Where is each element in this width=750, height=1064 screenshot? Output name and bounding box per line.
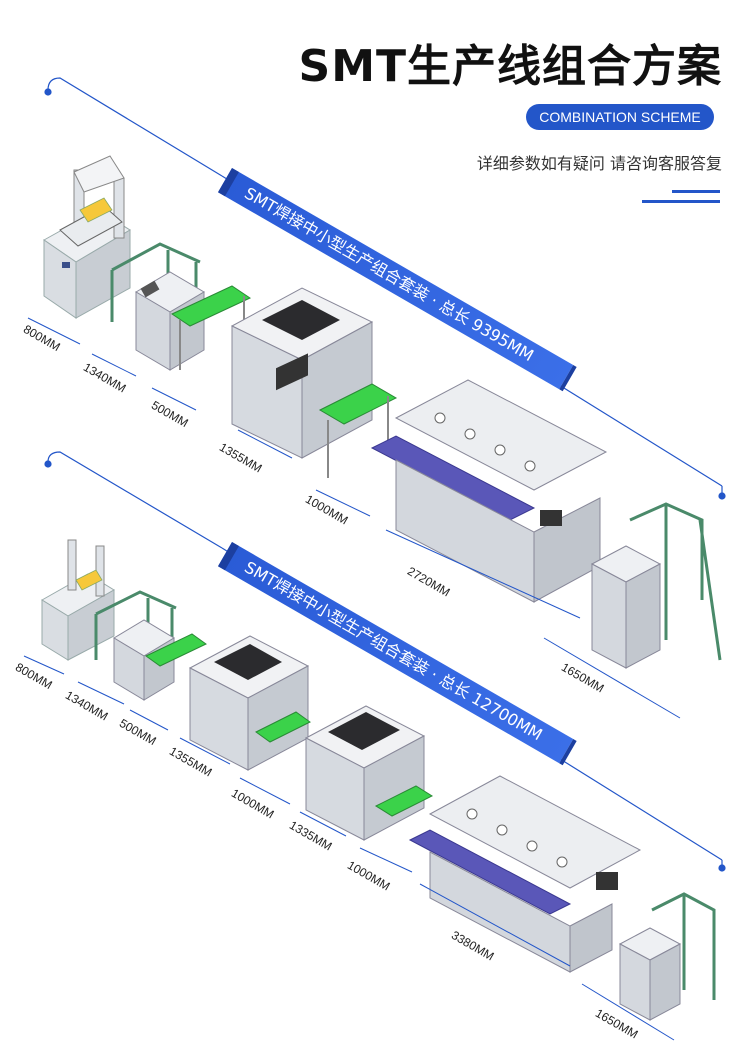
combination-scheme-badge: COMBINATION SCHEME — [526, 104, 714, 130]
placement-machine-2b — [304, 705, 426, 841]
line2-dimension-segments — [23, 655, 675, 1041]
stencil-printer-1 — [43, 155, 131, 319]
green-conveyor-2a — [145, 633, 207, 667]
line1-machines — [43, 155, 722, 669]
placement-machine-1 — [230, 287, 374, 459]
decor-line-short — [672, 190, 720, 193]
contact-note: 详细参数如有疑问 请咨询客服答复 — [476, 154, 722, 173]
reflow-oven-2 — [408, 775, 642, 973]
page-title: SMT生产线组合方案 — [298, 41, 722, 92]
green-conveyor-2c — [374, 785, 434, 817]
unloader-1 — [590, 502, 722, 669]
green-conveyor-2b — [255, 711, 311, 743]
stencil-printer-2 — [41, 539, 115, 661]
line1-dimension-segments — [27, 317, 681, 719]
placement-machine-2a — [188, 635, 310, 771]
decor-line-long — [642, 200, 720, 203]
line2-machines — [41, 539, 716, 1021]
unloader-2 — [618, 892, 716, 1021]
reflow-oven-1 — [370, 379, 608, 603]
